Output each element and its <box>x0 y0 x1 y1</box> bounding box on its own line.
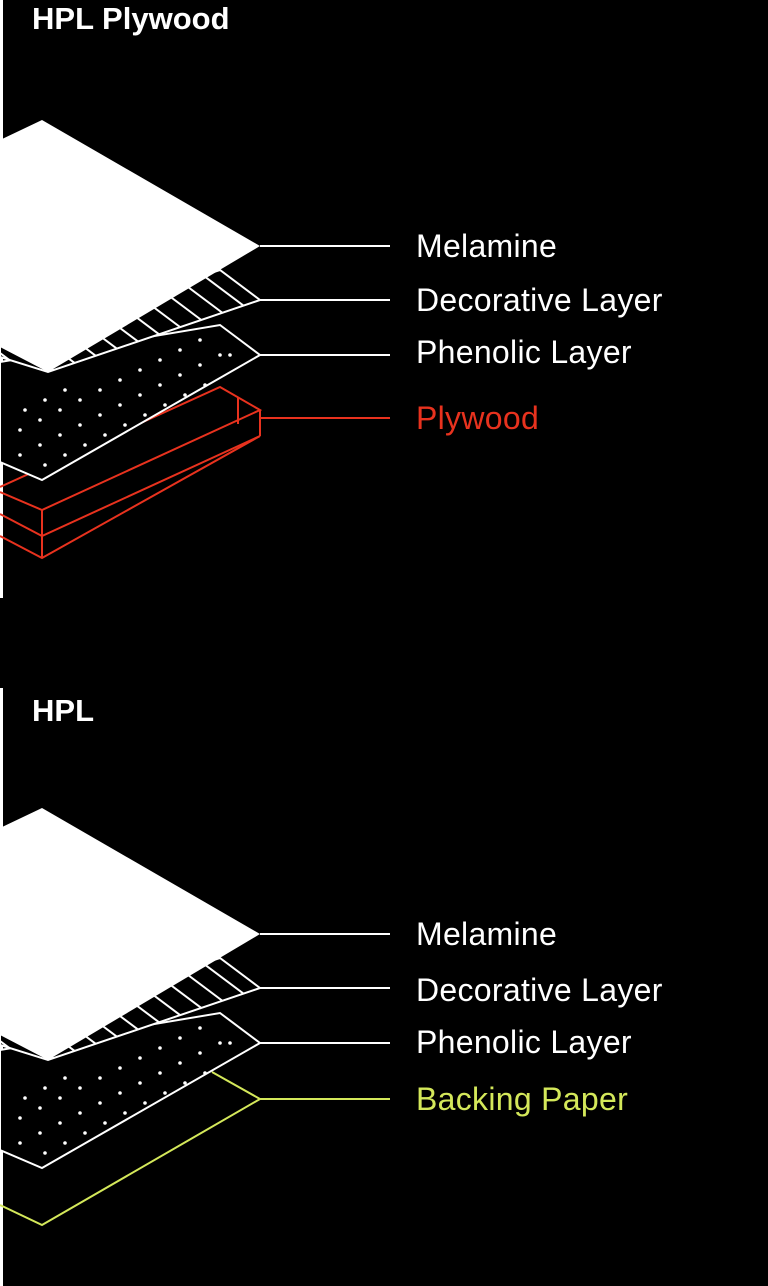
layer-label-phenolic: Phenolic Layer <box>416 1024 632 1060</box>
layer-stack-diagram <box>0 808 390 1227</box>
layer-label-decorative: Decorative Layer <box>416 972 663 1008</box>
layer-label-backing-paper: Backing Paper <box>416 1081 629 1117</box>
hpl-panel: HPL <box>0 688 768 1286</box>
panel-title: HPL Plywood <box>32 1 230 36</box>
layer-stack-diagram <box>0 120 390 560</box>
backing-paper-layer <box>0 1071 390 1227</box>
layer-label-melamine: Melamine <box>416 228 558 264</box>
layer-label-phenolic: Phenolic Layer <box>416 334 632 370</box>
layer-label-plywood: Plywood <box>416 400 540 436</box>
plywood-layer <box>0 385 390 560</box>
melamine-layer <box>0 120 390 372</box>
hpl-plywood-panel: HPL Plywood <box>0 0 768 598</box>
melamine-layer <box>0 808 390 1060</box>
panel-title: HPL <box>32 693 94 728</box>
layer-label-decorative: Decorative Layer <box>416 282 663 318</box>
layer-label-melamine: Melamine <box>416 916 558 952</box>
